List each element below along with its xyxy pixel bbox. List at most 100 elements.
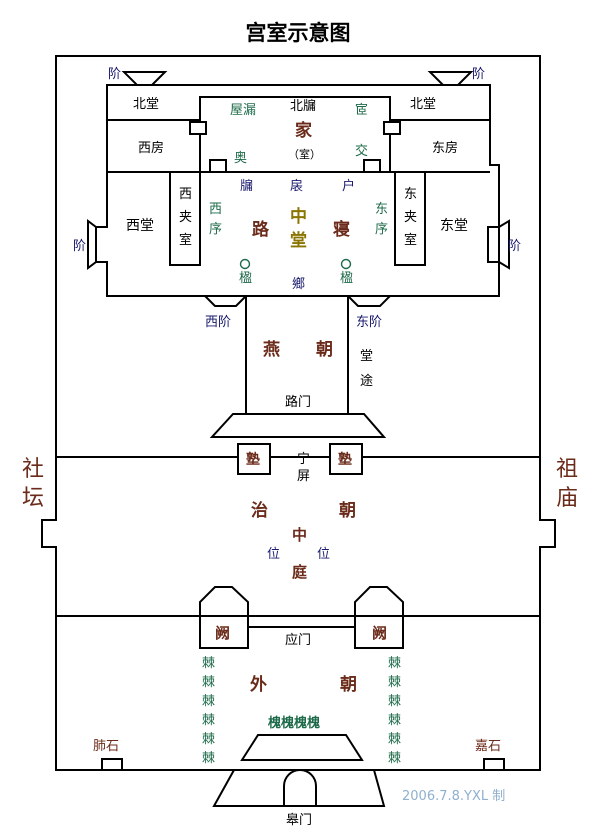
ying-left-marker [239, 258, 251, 270]
credit-text: 2006.7.8.YXL 制 [402, 789, 505, 804]
shu-left: 塾 [246, 451, 260, 468]
lumen-label: 路门 [285, 394, 311, 410]
wall-notch [209, 159, 227, 173]
stair-label-right: 阶 [508, 239, 521, 254]
que-left-box [199, 615, 249, 649]
central-room [199, 96, 391, 173]
yanchao-walls [245, 296, 349, 414]
wei-left: 位 [267, 547, 280, 562]
east-hall: 东堂 [440, 218, 468, 234]
north-hall-left: 北堂 [133, 97, 159, 112]
que-right-roof [354, 586, 404, 617]
east-xu-1: 东 [375, 202, 388, 217]
yan-label: 燕 [263, 339, 280, 360]
ji-tree: 棘 [202, 751, 215, 766]
west-hall: 西堂 [126, 218, 154, 234]
ying-right: 楹 [340, 270, 353, 286]
west-side-room [169, 171, 201, 266]
wuliu-label: 屋漏 [230, 102, 256, 118]
yingmen-label: 应门 [285, 632, 311, 648]
zumiao-label-2: 庙 [556, 486, 578, 511]
stair-right [498, 219, 510, 270]
gaomen-roof [240, 734, 364, 761]
stair-label-top-left: 阶 [108, 67, 121, 82]
stair-top-right [427, 71, 474, 86]
west-stair-label: 西阶 [205, 315, 231, 330]
east-side-room-3: 室 [404, 232, 417, 248]
zhongtang-1: 中 [290, 206, 307, 227]
ji-tree: 棘 [388, 713, 401, 728]
shu-left-box [237, 443, 271, 475]
diagram-title: 宫室示意图 [246, 21, 351, 45]
ji-tree: 棘 [202, 713, 215, 728]
shu-right: 塾 [338, 451, 352, 468]
east-side-room [394, 171, 426, 266]
ao-label: 奥 [234, 151, 247, 166]
ningping-2: 屏 [297, 469, 310, 484]
que-right-box [354, 615, 404, 649]
ying-left: 楹 [239, 270, 252, 286]
east-side-room-1: 东 [404, 187, 417, 202]
stair-top-left [121, 71, 168, 86]
sheltan-label-1: 社 [22, 457, 44, 482]
xiang-label: 鄉 [292, 276, 305, 292]
feishi-label: 肺石 [93, 739, 119, 754]
ningping-1: 宁 [297, 451, 310, 467]
zhi-label: 治 [251, 500, 268, 521]
ji-tree: 棘 [388, 656, 401, 671]
hu-label: 户 [342, 178, 355, 194]
ji-tree: 棘 [388, 751, 401, 766]
stair-label-top-right: 阶 [472, 67, 485, 82]
west-side-room-2: 夹 [179, 210, 192, 225]
west-xu-1: 西 [209, 202, 222, 217]
lu-label: 路 [252, 219, 270, 240]
ji-tree: 棘 [388, 675, 401, 690]
yi-label: 宧 [355, 102, 368, 118]
west-side-room-3: 室 [179, 232, 192, 248]
east-room: 东房 [432, 140, 458, 156]
ji-column-left: 棘 棘 棘 棘 棘 棘 [202, 656, 215, 766]
jiashi-stone [483, 758, 505, 771]
sheltan-label-2: 坛 [22, 486, 44, 511]
jiashi-label: 嘉石 [475, 739, 501, 754]
gaomen-arch [283, 769, 317, 807]
wall-notch [383, 121, 401, 135]
yong-label: 牖 [240, 179, 253, 194]
ji-tree: 棘 [202, 656, 215, 671]
wei-right: 位 [317, 547, 330, 562]
jia-label: 家 [295, 120, 312, 141]
zhi-chao-label: 朝 [339, 500, 356, 521]
gaomen-label: 皋门 [286, 813, 312, 828]
east-stair-block [345, 295, 393, 307]
tangtu-2: 途 [360, 373, 373, 389]
zhongtang-2: 堂 [290, 230, 307, 251]
yao-label: 交 [355, 143, 368, 159]
lumen-gate [209, 413, 387, 438]
west-stair-block [202, 295, 249, 307]
west-room: 西房 [138, 140, 164, 156]
shu-right-box [329, 443, 363, 475]
stair-left [87, 219, 97, 270]
ji-column-right: 棘 棘 棘 棘 棘 棘 [388, 656, 401, 766]
wai-chao-label: 朝 [340, 674, 357, 695]
west-xu-2: 序 [209, 222, 222, 237]
ji-tree: 棘 [202, 732, 215, 747]
yi2-label: 扆 [290, 178, 303, 194]
zumiao-label-1: 祖 [556, 457, 578, 482]
wall-notch [189, 121, 207, 135]
ji-tree: 棘 [388, 694, 401, 709]
west-side-room-1: 西 [179, 187, 192, 202]
ji-tree: 棘 [202, 675, 215, 690]
feishi-stone [101, 758, 123, 771]
ji-tree: 棘 [388, 732, 401, 747]
beiyong-label: 北牖 [290, 99, 316, 114]
tangtu-1: 堂 [360, 349, 373, 364]
que-left: 阙 [215, 624, 230, 642]
zhong-label: 中 [292, 526, 307, 544]
east-xu-2: 序 [375, 222, 388, 237]
east-stair-label: 东阶 [356, 315, 382, 330]
yan-chao-label: 朝 [316, 339, 333, 360]
qin-label: 寝 [333, 219, 350, 240]
